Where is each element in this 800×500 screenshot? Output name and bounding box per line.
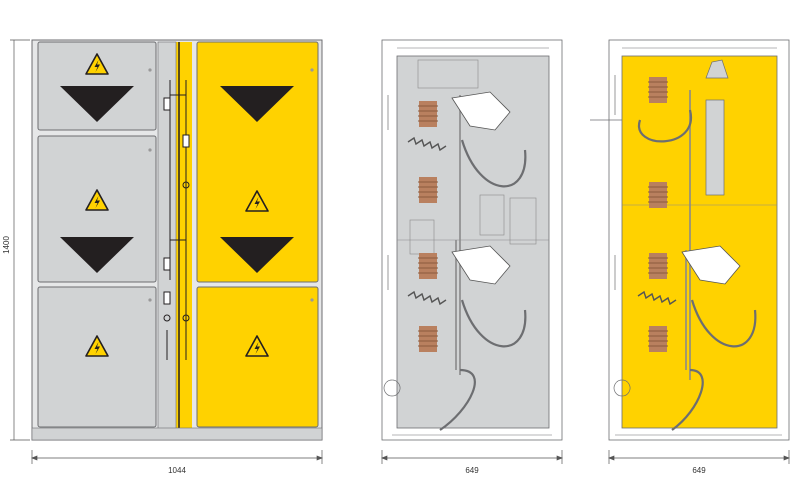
grey-door-bottom (37, 286, 157, 428)
down-arrow-icon (220, 86, 294, 122)
insulator-icon (647, 76, 669, 104)
yellow-door-top (196, 41, 319, 283)
down-arrow-icon (220, 237, 294, 273)
section-b-enclosure (621, 55, 778, 429)
front-height-label: 1400 (2, 236, 11, 254)
insulator-icon (647, 181, 669, 209)
insulator-icon (647, 325, 669, 353)
front-width-label: 1044 (168, 466, 186, 475)
down-arrow-icon (60, 86, 134, 122)
insulator-icon (417, 100, 439, 128)
front-dimensions (10, 39, 323, 464)
front-view (31, 39, 323, 441)
section-a-width-label: 649 (465, 466, 479, 475)
insulator-icon (417, 176, 439, 204)
insulator-icon (417, 325, 439, 353)
insulator-icon (417, 252, 439, 280)
section-b-dimensions (608, 450, 790, 464)
section-b-width-label: 649 (692, 466, 706, 475)
mimic-diagram (163, 80, 190, 360)
down-arrow-icon (60, 237, 134, 273)
yellow-door-bottom (196, 286, 319, 428)
section-a-dimensions (381, 450, 563, 464)
insulator-icon (647, 252, 669, 280)
section-view-a (381, 39, 563, 441)
section-view-b (590, 39, 790, 441)
